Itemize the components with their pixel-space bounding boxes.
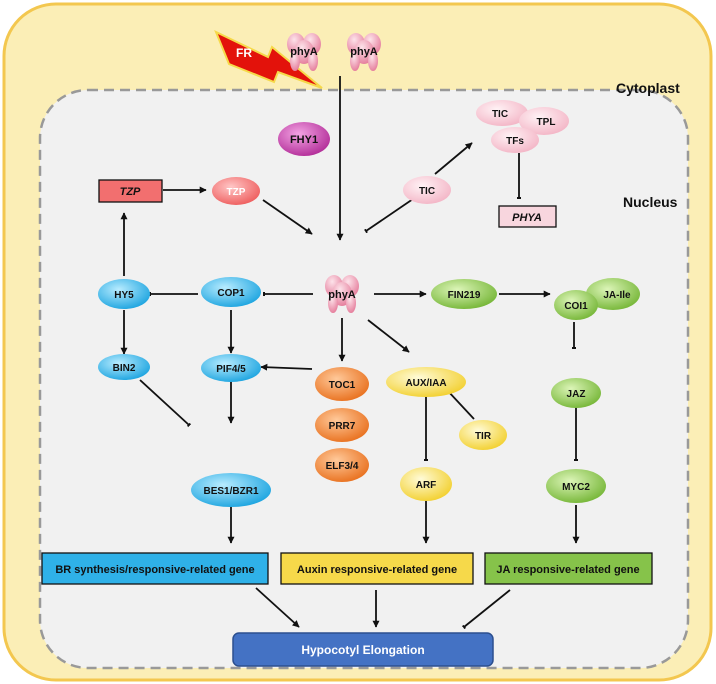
far-red-lightning-icon — [214, 29, 323, 89]
edge-tzp-to-phya — [262, 199, 313, 235]
cytoplast-label: Cytoplast — [616, 80, 680, 96]
bes1-bzr1-node — [191, 473, 271, 507]
tzp-gene-box — [98, 179, 163, 203]
fhy1-node — [278, 122, 330, 156]
edge-brgene-to-hypocotyl — [255, 587, 300, 628]
myc2-node — [546, 469, 606, 503]
auxin-gene-label: Auxin responsive-related gene — [297, 564, 457, 576]
edge-tir-inhibit-auxiaa — [444, 387, 475, 420]
prr7-node — [315, 408, 369, 442]
ja-ile-node — [586, 278, 640, 310]
jaz-node — [551, 378, 601, 408]
tzp-gene-label: TZP — [120, 186, 141, 198]
tpl-node — [519, 107, 569, 135]
tir-node — [459, 420, 507, 450]
edge-jagene-inhibit-hypocotyl — [461, 589, 511, 630]
cop1-label: COP1 — [217, 288, 245, 299]
prr7-label: PRR7 — [329, 421, 356, 432]
hypocotyl-elongation-box — [232, 632, 494, 667]
tir-label: TIR — [475, 431, 492, 442]
br-gene-box — [41, 552, 269, 585]
edge-bin2-inhibit-bes1 — [139, 379, 192, 428]
bin2-label: BIN2 — [113, 363, 136, 374]
phya-cytoplast-1: phyA — [287, 33, 321, 71]
pif45-label: PIF4/5 — [216, 364, 246, 375]
pif45-node — [201, 354, 261, 382]
tzp-node — [212, 177, 260, 205]
coi1-label: COI1 — [564, 301, 588, 312]
aux-iaa-label: AUX/IAA — [405, 378, 446, 389]
bin2-node — [98, 354, 150, 380]
tfs-node — [491, 127, 539, 153]
phya-nucleus: phyA — [325, 275, 359, 313]
coi1-node — [554, 290, 598, 320]
ja-ile-label: JA-Ile — [603, 290, 631, 301]
nucleus-label: Nucleus — [623, 194, 678, 210]
phya-gene-box — [498, 205, 557, 228]
fin219-label: FIN219 — [448, 290, 481, 301]
ja-gene-box — [484, 552, 653, 585]
toc1-label: TOC1 — [329, 380, 356, 391]
phya-cytoplast-2-label: phyA — [350, 46, 378, 58]
edge-toc1-to-pif — [260, 363, 313, 371]
phya-gene-label: PHYA — [512, 212, 542, 224]
hy5-node — [98, 279, 150, 309]
tic-node — [403, 176, 451, 204]
arf-label: ARF — [416, 480, 437, 491]
arf-node — [400, 467, 452, 501]
tpl-label: TPL — [537, 117, 556, 128]
myc2-label: MYC2 — [562, 482, 590, 493]
fin219-node — [431, 279, 497, 309]
edge-phya-to-auxiaa — [367, 319, 410, 353]
aux-iaa-node — [386, 367, 466, 397]
tfs-label: TFs — [506, 136, 524, 147]
hy5-label: HY5 — [114, 290, 134, 301]
cop1-node — [201, 277, 261, 307]
edge-tic-inhibit-phya — [364, 198, 414, 234]
hypocotyl-elongation-label: Hypocotyl Elongation — [301, 643, 424, 657]
edges — [120, 76, 580, 630]
phya-nucleus-label: phyA — [328, 289, 356, 301]
phya-cytoplast-1-label: phyA — [290, 46, 318, 58]
br-gene-label: BR synthesis/responsive-related gene — [55, 564, 254, 576]
phya-cytoplast-2: phyA — [347, 33, 381, 71]
bes1-bzr1-label: BES1/BZR1 — [203, 486, 258, 497]
tic-complex-label: TIC — [492, 109, 508, 120]
elf34-node — [315, 448, 369, 482]
tzp-label: TZP — [227, 187, 246, 198]
elf34-label: ELF3/4 — [326, 461, 359, 472]
fhy1-label: FHY1 — [290, 134, 318, 146]
tic-complex-node — [476, 100, 528, 126]
edge-tic-to-complex — [434, 142, 473, 175]
auxin-gene-box — [280, 552, 474, 585]
far-red-label: FR — [236, 46, 252, 60]
jaz-label: JAZ — [567, 389, 586, 400]
ja-gene-label: JA responsive-related gene — [496, 564, 639, 576]
toc1-node — [315, 367, 369, 401]
tic-label: TIC — [419, 186, 435, 197]
